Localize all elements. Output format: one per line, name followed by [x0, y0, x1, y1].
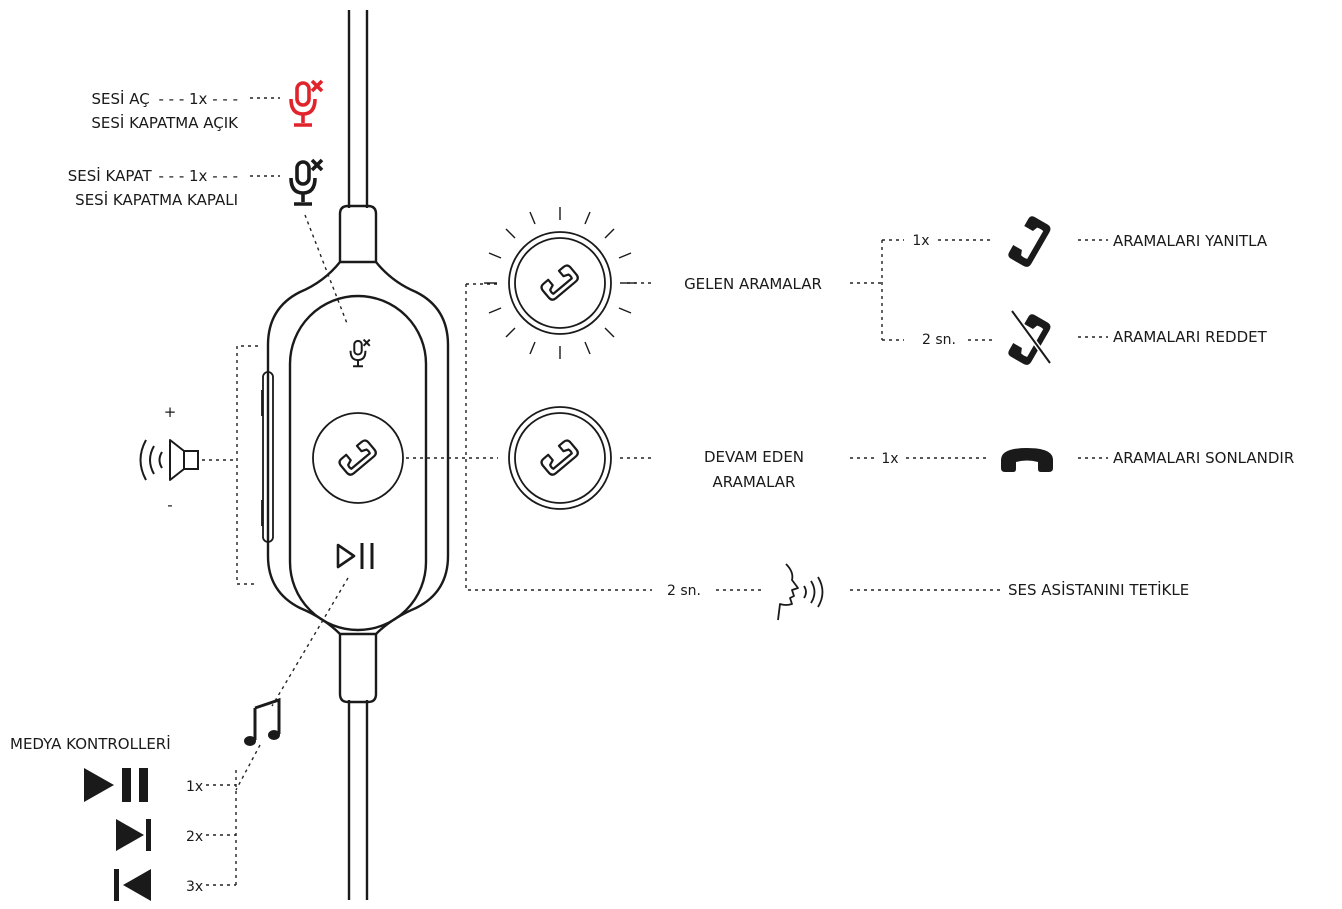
light-rays [484, 207, 636, 359]
music-note-icon [244, 697, 281, 746]
media-next-row: 2x [116, 819, 203, 851]
voice-assistant-label: SES ASİSTANINI TETİKLE [1008, 580, 1189, 599]
phone-icon [540, 264, 579, 301]
unmute-press: 1x [189, 90, 208, 108]
volume-plus-label: + [164, 403, 177, 421]
answer-call-icon [1008, 216, 1051, 267]
mute-row: SESİ KAPAT - - - 1x - - - SESİ KAPATMA K… [68, 158, 324, 209]
unmute-state: SESİ KAPATMA AÇIK [91, 113, 239, 132]
svg-text:SESİ AÇ - - - 1x: SESİ AÇ - - - 1x - - - [92, 89, 239, 108]
unmute-label: SESİ AÇ [92, 89, 150, 108]
voice-assistant-icon [777, 563, 824, 621]
mic-mute-icon [289, 158, 324, 206]
end-press-label: 1x [881, 451, 898, 467]
play-pause-icon [336, 543, 374, 569]
ongoing-call-indicator [508, 406, 612, 510]
play-pause-press-label: 1x [186, 779, 203, 795]
speaker-icon [139, 439, 199, 481]
unmute-row: SESİ AÇ - - - 1x - - - SESİ KAPATMA AÇIK [91, 79, 324, 132]
ongoing-calls-label-line1: DEVAM EDEN [704, 448, 804, 466]
remote-call-button[interactable] [312, 412, 404, 504]
reject-call-icon [1008, 309, 1053, 365]
incoming-calls-label: GELEN ARAMALAR [684, 275, 822, 293]
reject-calls-label: ARAMALARI REDDET [1113, 328, 1268, 346]
end-call-icon [1001, 448, 1053, 472]
phone-icon [338, 439, 377, 476]
previous-track-icon [114, 869, 151, 901]
svg-text:SESİ KAPAT - - -: SESİ KAPAT - - - 1x - - - [68, 166, 238, 185]
mic-mute-active-icon [289, 79, 324, 127]
volume-minus-label: - [167, 496, 172, 514]
play-pause-icon [84, 768, 148, 802]
incoming-call-indicator [484, 207, 636, 359]
next-press-label: 2x [186, 829, 203, 845]
next-track-icon [116, 819, 151, 851]
volume-control: + - [139, 403, 199, 514]
remote-play-pause-button[interactable] [336, 543, 374, 569]
mute-press: 1x [189, 167, 208, 185]
answer-calls-label: ARAMALARI YANITLA [1113, 232, 1268, 250]
media-controls-title: MEDYA KONTROLLERİ [10, 734, 171, 753]
phone-icon [540, 439, 579, 476]
answer-press-label: 1x [912, 233, 929, 249]
connector-lines [202, 97, 1108, 888]
cable [347, 10, 369, 900]
mic-mute-icon [349, 338, 371, 368]
mute-label: SESİ KAPAT [68, 166, 153, 185]
media-previous-row: 3x [114, 869, 203, 901]
remote-mute-button[interactable] [349, 338, 371, 368]
media-play-pause-row: 1x [84, 768, 203, 802]
mute-state: SESİ KAPATMA KAPALI [75, 190, 238, 209]
inline-remote [261, 204, 450, 704]
reject-press-label: 2 sn. [922, 332, 956, 348]
assistant-press-label: 2 sn. [667, 583, 701, 599]
ongoing-calls-label-line2: ARAMALAR [713, 473, 796, 491]
end-calls-label: ARAMALARI SONLANDIR [1113, 449, 1294, 467]
previous-press-label: 3x [186, 879, 203, 895]
